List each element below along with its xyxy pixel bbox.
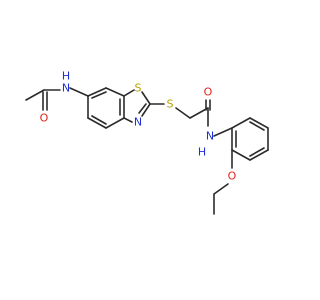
bond-ph-4 <box>249 149 269 161</box>
bond-n-c6 <box>69 87 89 97</box>
atom-n-amide: N <box>206 130 214 143</box>
molecule-structure: N H O S N S O N H O <box>25 70 269 215</box>
bond-ph-1 <box>231 117 251 129</box>
bond-n-c7a <box>123 117 133 123</box>
atom-h-acetamide: H <box>62 70 70 83</box>
bond-ph-5 <box>231 149 251 161</box>
bond-s-ch2 <box>175 107 191 119</box>
bond-c2-n <box>141 103 151 117</box>
atom-s-thioether: S <box>167 98 174 111</box>
bond-c2-n-double <box>138 103 147 114</box>
atom-o-ether: O <box>228 170 237 183</box>
bond-c3a-s <box>123 89 135 97</box>
bond-benz-1-inner <box>91 91 107 99</box>
atom-o-acetamide: O <box>40 112 49 125</box>
bond-benz-5-inner <box>91 115 107 125</box>
atom-h-amide: H <box>198 146 206 159</box>
bond-benz-5 <box>87 117 107 129</box>
bond-ph-2 <box>249 117 269 129</box>
bond-benz-2 <box>105 87 125 97</box>
bonds <box>25 87 269 215</box>
bond-ph-4-inner <box>249 147 265 157</box>
bond-o-ch2 <box>213 183 229 195</box>
bond-ph-2-inner <box>249 121 265 131</box>
bond-ch3-co <box>25 89 45 101</box>
atom-n-acetamide: N <box>62 82 70 95</box>
bond-s-c2 <box>141 91 151 105</box>
atom-s-ring: S <box>135 82 142 95</box>
bond-ch2-co <box>189 107 209 119</box>
bond-benz-1 <box>87 87 107 97</box>
bond-benz-4 <box>105 117 125 129</box>
bond-n-aryl <box>213 127 233 137</box>
atom-labels: N H O S N S O N H O <box>40 70 237 183</box>
atom-n-ring: N <box>134 116 142 129</box>
atom-o-amide: O <box>204 86 213 99</box>
